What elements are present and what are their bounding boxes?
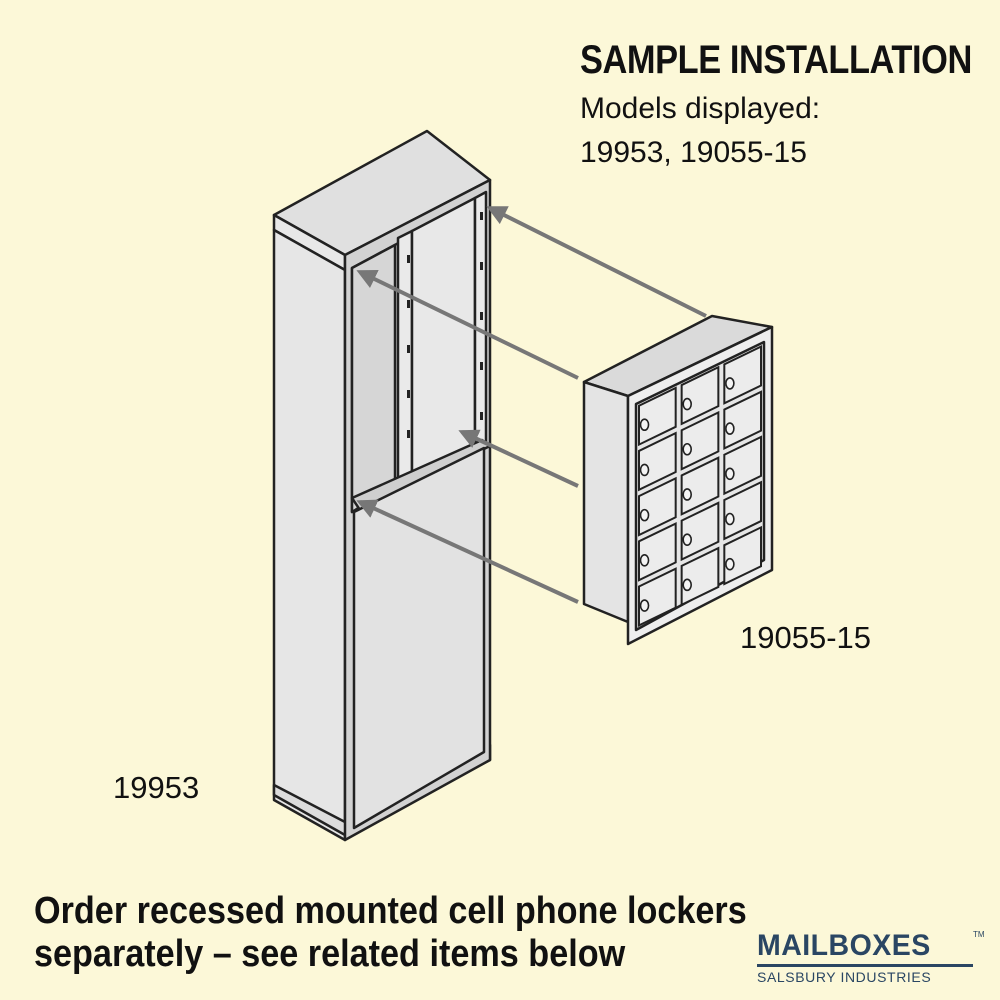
locker-lock-icon [682, 442, 693, 456]
locker-door-10 [637, 521, 677, 582]
locker-door-14 [680, 546, 720, 607]
brand-divider [757, 964, 973, 967]
locker-lock-icon [725, 422, 735, 435]
locker-lock-icon [682, 397, 693, 411]
locker-door-9 [723, 435, 763, 496]
locker-model-label: 19055-15 [740, 620, 872, 655]
arrow-lower-left [356, 499, 579, 604]
locker-lock-icon [639, 599, 650, 612]
locker-lock-icon [682, 578, 693, 592]
cabinet-model-label: 19953 [113, 770, 200, 805]
locker-door-5 [680, 410, 720, 471]
order-note-line-1: Order recessed mounted cell phone locker… [34, 890, 747, 932]
arrow-upper-left [356, 270, 579, 380]
cabinet-side [272, 228, 347, 842]
locker-door-8 [680, 456, 720, 516]
models-label: Models displayed: [580, 92, 821, 125]
arrow-lower-right [458, 429, 579, 488]
locker-lock-icon [725, 512, 735, 526]
locker-lock-icon [639, 554, 650, 567]
locker-door-12 [723, 480, 763, 541]
locker-lock-icon [639, 463, 650, 477]
arrow-upper-right [486, 206, 707, 318]
page-title: SAMPLE INSTALLATION [580, 38, 972, 82]
models-list: 19953, 19055-15 [580, 136, 807, 169]
order-note: Order recessed mounted cell phone locker… [34, 890, 747, 976]
installation-arrows [356, 206, 707, 604]
cabinet-back-panel [410, 196, 477, 474]
locker-door-6 [723, 390, 763, 451]
locker-door-11 [680, 501, 720, 562]
locker-lock-icon [682, 488, 693, 501]
order-note-line-2: separately – see related items below [34, 933, 626, 975]
locker-lock-icon [639, 508, 650, 522]
cabinet-rail-left [396, 229, 414, 482]
brand-trademark: TM [973, 930, 985, 939]
brand-subtitle: SALSBURY INDUSTRIES [757, 969, 932, 985]
locker-door-3 [723, 345, 763, 405]
brand-logo: MAILBOXES TM SALSBURY INDUSTRIES [757, 929, 985, 985]
cabinet-19953 [272, 129, 492, 842]
locker-lock-icon [725, 467, 735, 481]
locker-door-15 [723, 525, 763, 586]
cabinet-rail-holes [407, 212, 483, 438]
locker-side [582, 380, 630, 624]
locker-door-4 [637, 431, 677, 492]
locker-lock-icon [725, 557, 735, 571]
locker-door-1 [637, 386, 677, 447]
locker-lock-icon [682, 533, 693, 546]
locker-door-grid [637, 345, 763, 627]
locker-door-13 [637, 567, 677, 627]
locker-door-2 [680, 365, 720, 426]
locker-lock-icon [639, 418, 650, 432]
locker-door-7 [637, 476, 677, 537]
brand-name: MAILBOXES [757, 929, 931, 962]
locker-lock-icon [725, 377, 735, 390]
